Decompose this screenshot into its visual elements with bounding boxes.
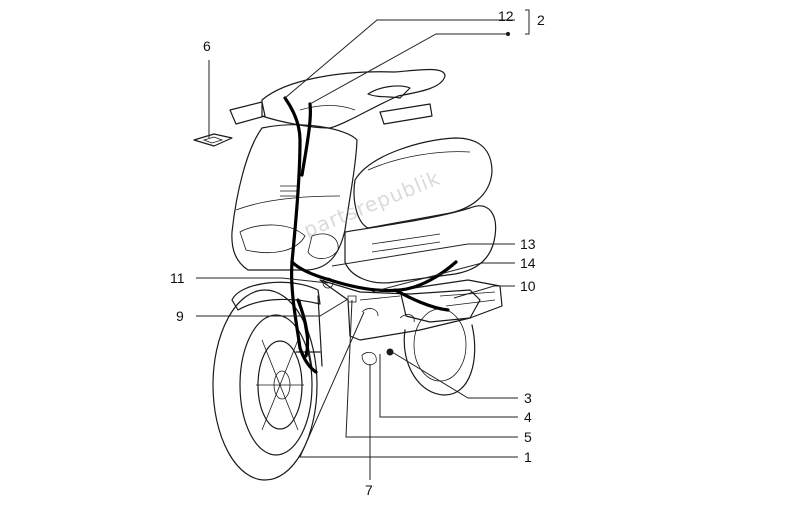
callout-4: 4	[524, 409, 532, 425]
front-body	[231, 124, 358, 271]
front-wheel	[212, 289, 318, 481]
front-fender	[231, 281, 321, 311]
callout-7: 7	[365, 482, 373, 498]
callout-11: 11	[170, 270, 185, 286]
handlebar	[229, 68, 446, 129]
callout-2: 2	[537, 12, 545, 28]
wiring-harness	[283, 96, 458, 374]
part-6-connector	[193, 133, 233, 147]
seat	[353, 137, 493, 229]
callout-9: 9	[176, 308, 184, 324]
callout-6: 6	[203, 38, 211, 54]
callout-1: 1	[524, 449, 532, 465]
engine	[399, 279, 503, 323]
callout-14: 14	[520, 255, 536, 271]
callout-12: 12	[498, 8, 514, 24]
callout-3: 3	[524, 390, 532, 406]
callout-10: 10	[520, 278, 536, 294]
callout-5: 5	[524, 429, 532, 445]
scooter-drawing	[193, 68, 503, 481]
leader-lines	[196, 9, 530, 480]
rear-body	[344, 205, 497, 284]
callout-13: 13	[520, 236, 536, 252]
rear-wheel	[403, 308, 476, 396]
